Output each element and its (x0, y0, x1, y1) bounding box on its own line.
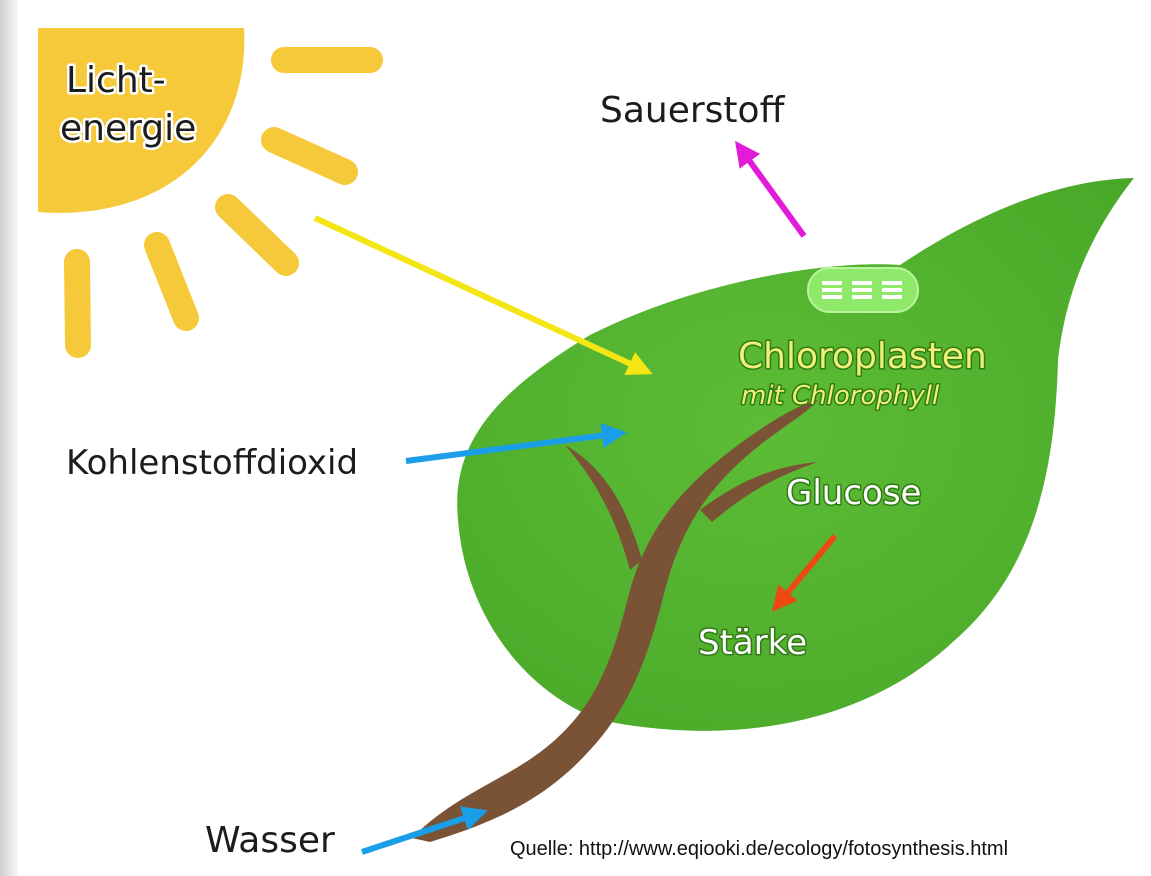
co2-label: Kohlenstoffdioxid (66, 443, 358, 483)
chloroplast-label: Chloroplasten (738, 336, 987, 377)
sun-ray (157, 245, 186, 318)
source-citation: Quelle: http://www.eqiooki.de/ecology/fo… (510, 838, 1008, 861)
sun-ray (228, 207, 286, 263)
chlorophyll-label: mit Chlorophyll (741, 381, 940, 411)
sun-ray (77, 262, 78, 345)
chloroplast-icon (808, 268, 918, 312)
sun-ray (274, 140, 345, 172)
oxygen-label: Sauerstoff (600, 90, 786, 131)
sun-label-line2: energie (60, 108, 196, 149)
oxygen-arrow (738, 145, 804, 236)
water-label: Wasser (205, 820, 335, 861)
starch-label: Stärke (698, 623, 807, 663)
sun-label-line1: Licht- (66, 60, 166, 101)
water-arrow (362, 812, 483, 852)
light-energy-arrow (315, 218, 648, 372)
glucose-label: Glucose (786, 473, 921, 513)
